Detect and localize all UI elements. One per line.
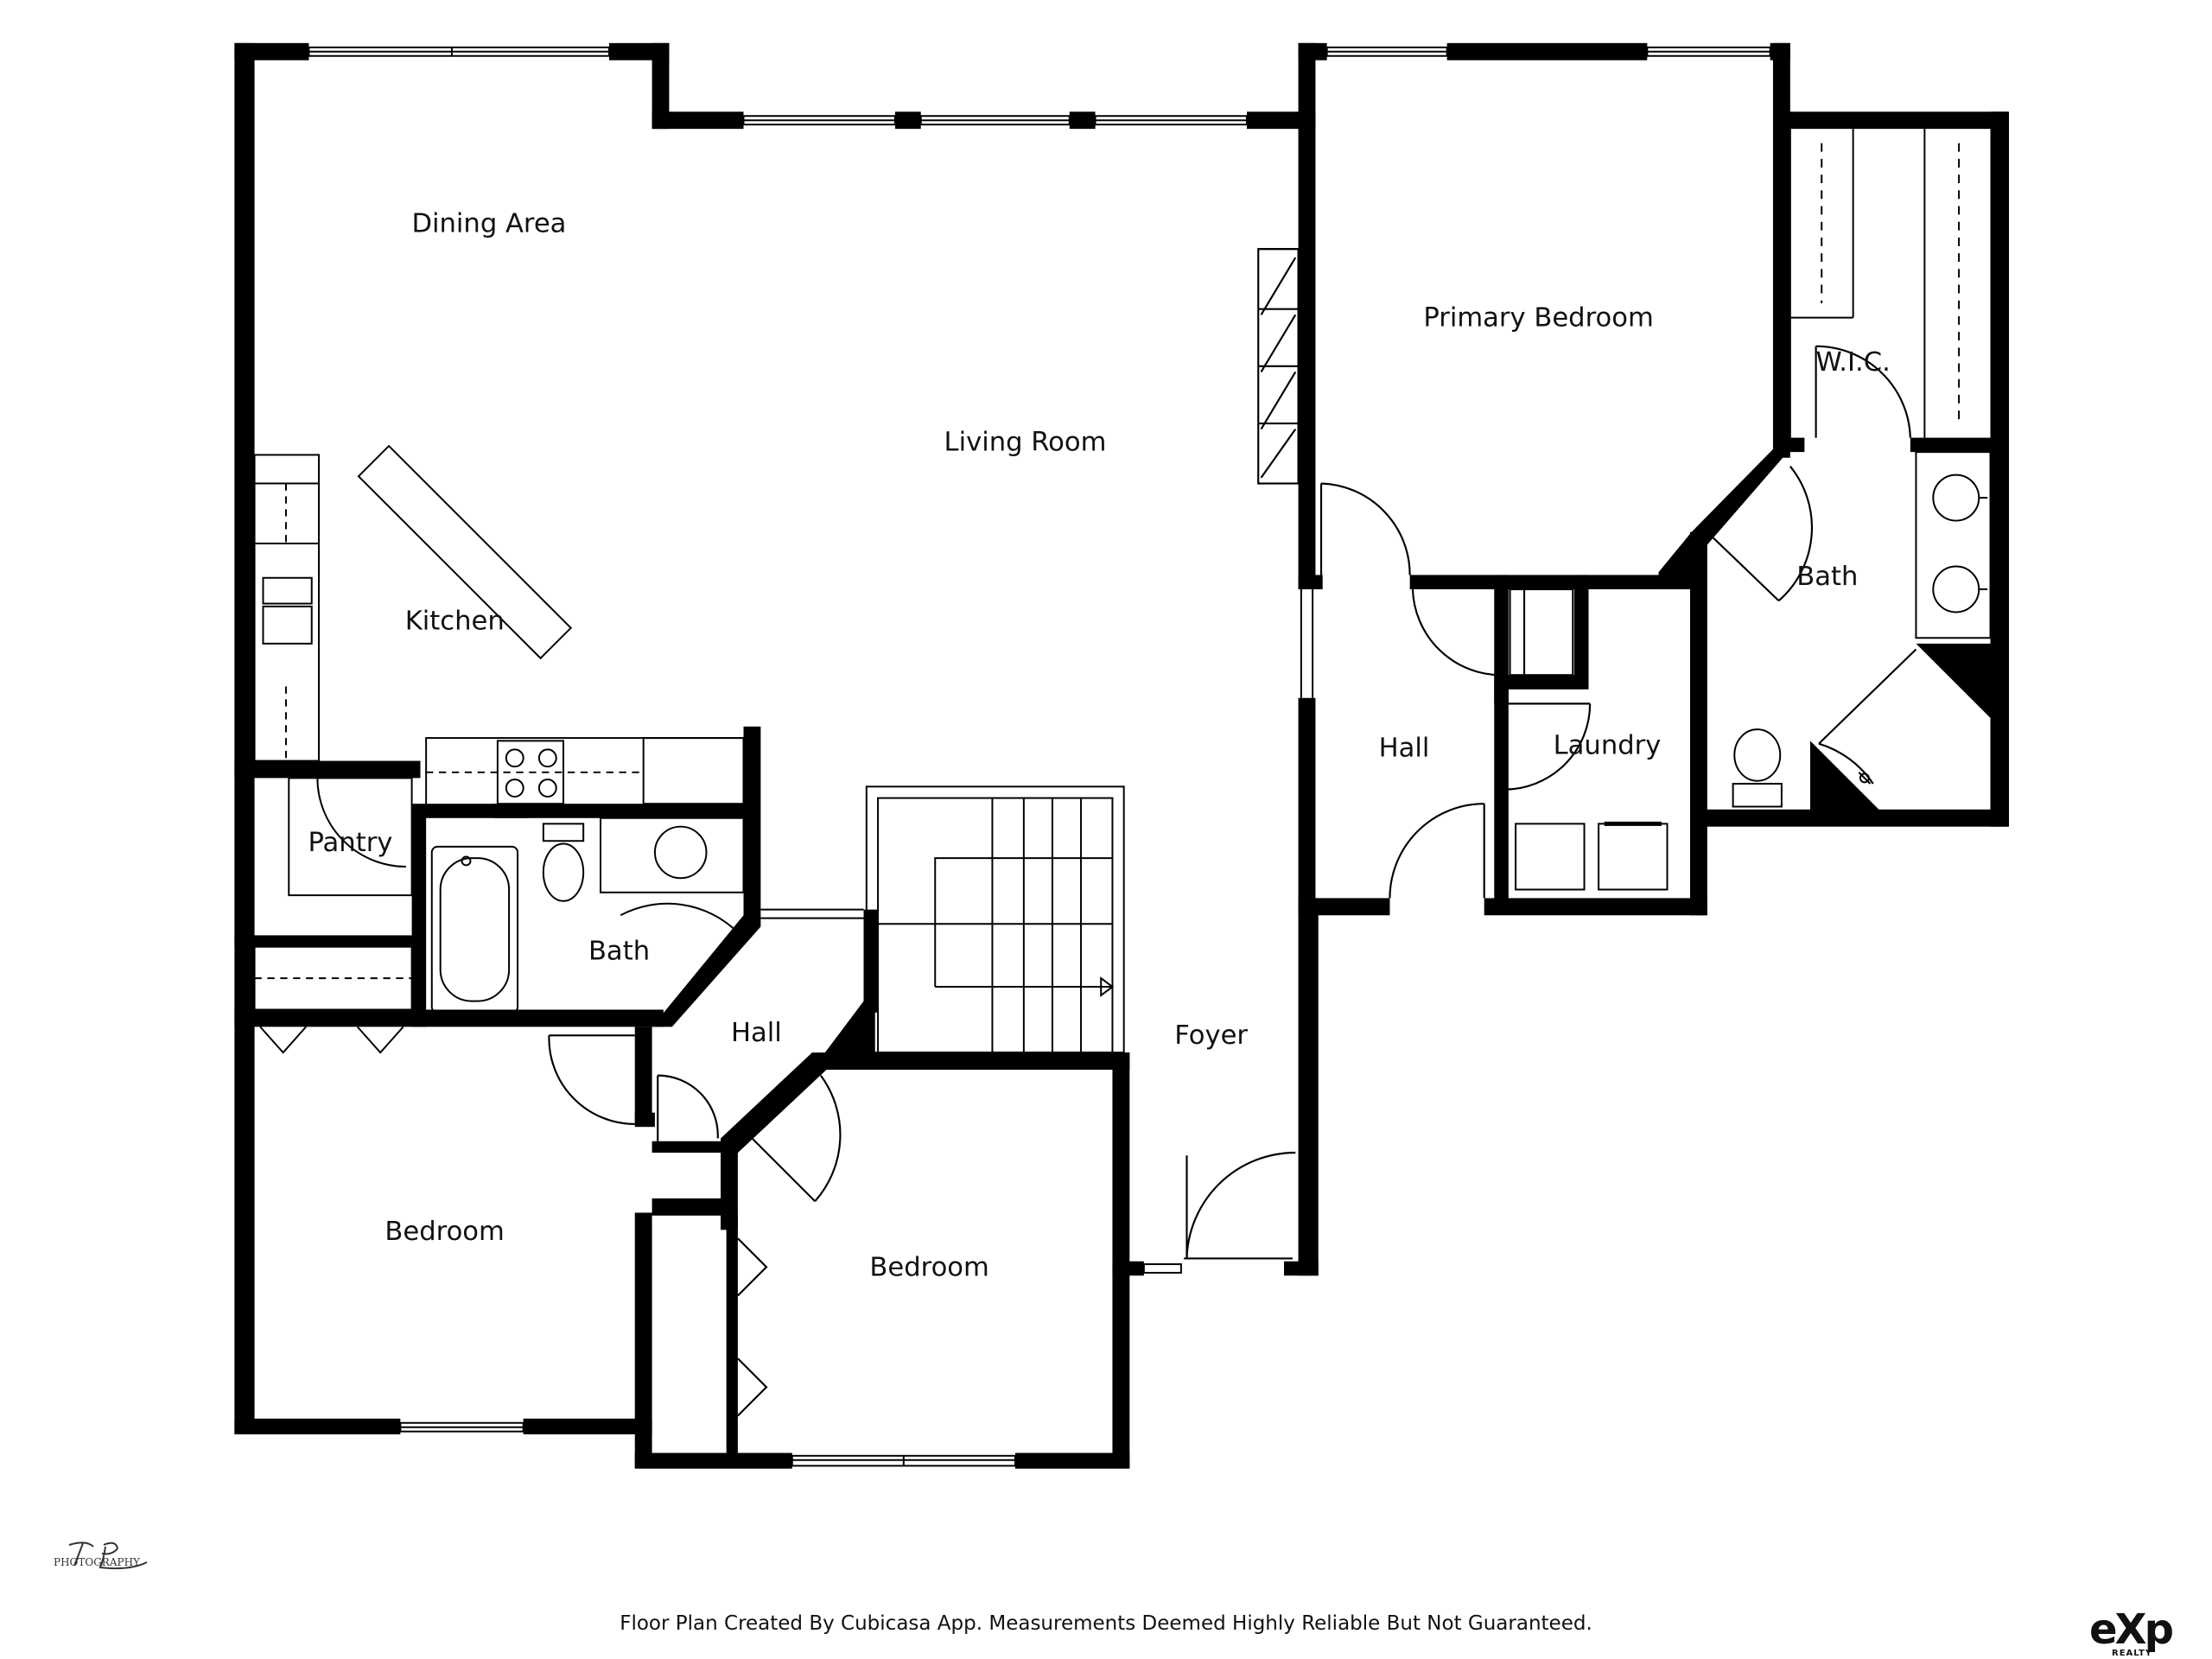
label-hall-right: Hall <box>1379 734 1430 764</box>
exp-realty-logo: eXp REALTY <box>2089 1605 2186 1659</box>
label-kitchen: Kitchen <box>405 606 505 636</box>
label-hall-left: Hall <box>731 1018 782 1048</box>
walls <box>234 42 2010 1469</box>
fireplace <box>1257 248 1300 485</box>
stairs <box>865 785 1125 1054</box>
label-bath-hall: Bath <box>588 937 650 967</box>
label-wic: W.I.C. <box>1815 347 1890 378</box>
laundry-fixtures <box>1515 821 1669 891</box>
photography-logo-text: PHOTOGRAPHY <box>54 1556 141 1568</box>
brand-main-text: eXp <box>2089 1605 2174 1654</box>
wic-shelving <box>1789 129 1961 438</box>
label-bedroom-left: Bedroom <box>385 1217 504 1247</box>
label-pantry: Pantry <box>308 828 392 858</box>
label-living-room: Living Room <box>944 427 1107 457</box>
brand-sub-text: REALTY <box>2112 1649 2153 1658</box>
kitchen-fixtures <box>253 444 745 808</box>
label-dining-area: Dining Area <box>411 208 566 238</box>
primary-bath-fixtures <box>1732 451 1992 808</box>
label-laundry: Laundry <box>1554 730 1662 760</box>
label-foyer: Foyer <box>1174 1020 1248 1051</box>
label-bedroom-mid: Bedroom <box>869 1252 988 1282</box>
label-primary-bedroom: Primary Bedroom <box>1423 303 1653 334</box>
doors <box>548 345 1917 1417</box>
label-bath-primary: Bath <box>1796 562 1858 592</box>
hall-bath-fixtures <box>430 817 745 1014</box>
photography-logo: PHOTOGRAPHY <box>54 1541 148 1570</box>
windows <box>238 46 1771 1467</box>
pantry-fixtures <box>253 777 413 1054</box>
room-labels: Dining Area Living Room Kitchen Pantry B… <box>308 208 1890 1282</box>
disclaimer-note: Floor Plan Created By Cubicasa App. Meas… <box>620 1612 1592 1635</box>
